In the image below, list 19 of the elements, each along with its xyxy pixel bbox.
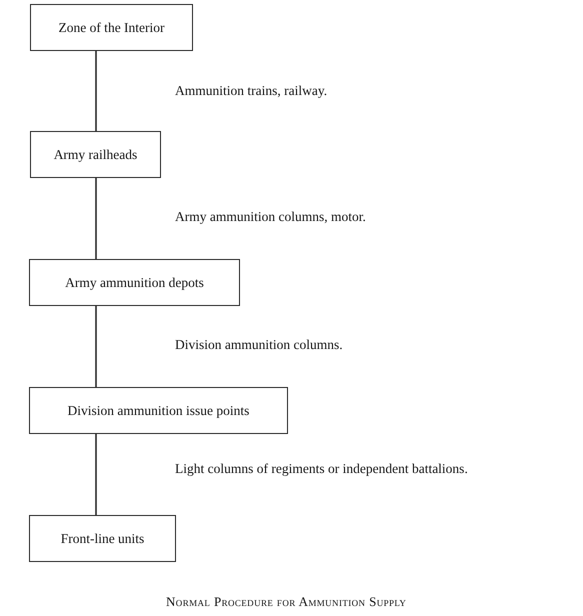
connector-line <box>95 306 97 387</box>
node-label: Army railheads <box>54 146 138 162</box>
node-label: Zone of the Interior <box>58 20 165 36</box>
node-label: Division ammunition issue points <box>68 402 250 418</box>
connector-line <box>95 434 97 515</box>
process-box <box>30 131 161 178</box>
process-box <box>30 4 193 51</box>
connector-line <box>95 51 97 131</box>
figure-caption: Normal Procedure for Ammunition Supply <box>166 594 406 610</box>
transport-note: Ammunition trains, railway. <box>175 83 328 100</box>
process-box <box>29 259 240 306</box>
transport-note: Light columns of regiments or independent battalions. <box>175 461 468 478</box>
process-box <box>29 515 176 562</box>
process-box <box>29 387 288 434</box>
connector-line <box>95 178 97 259</box>
node-label: Front-line units <box>60 530 144 546</box>
transport-note: Division ammunition columns. <box>175 337 343 354</box>
node-label: Army ammunition depots <box>65 274 204 290</box>
transport-note: Army ammunition columns, motor. <box>175 209 366 226</box>
